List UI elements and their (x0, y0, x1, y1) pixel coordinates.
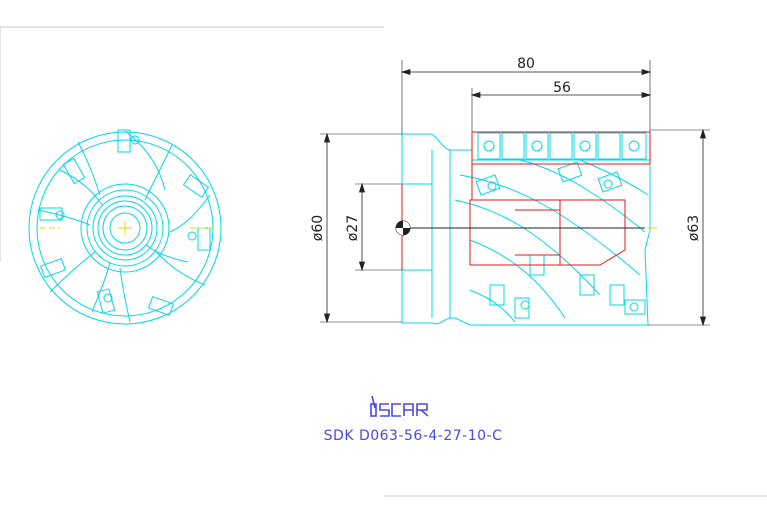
flute-curve (37, 209, 91, 226)
dim-label-flute-length: 56 (553, 80, 571, 96)
flute-curve (91, 261, 111, 313)
flute-curve (145, 244, 189, 263)
iscar-logo (370, 395, 429, 417)
insert-rect (573, 132, 597, 160)
screw-circle (483, 140, 495, 152)
insert-rect (475, 174, 501, 196)
arrow-head (400, 68, 411, 76)
end-view-bore-circle (109, 212, 141, 244)
end-view (28, 129, 222, 325)
flute-curve (77, 141, 101, 196)
dim-label-bore-diameter: ø27 (345, 215, 361, 241)
insert-rect (197, 227, 211, 251)
arrow-head (699, 128, 707, 139)
hidden-lines (401, 131, 651, 270)
end-view-outer-circle (28, 131, 222, 325)
arrow-head (641, 91, 652, 99)
insert-rect (557, 161, 583, 183)
helix-curve (459, 174, 641, 276)
screw-circle (130, 135, 140, 145)
insert-rect (489, 284, 505, 306)
insert-rect (597, 171, 623, 193)
flute-curve (49, 251, 96, 293)
screw-circle (579, 140, 591, 152)
helix-curve (579, 159, 649, 196)
helix-curve (454, 199, 601, 296)
hidden-keyway-outline (560, 199, 626, 266)
insert-rect (477, 132, 501, 160)
insert-rect (39, 257, 67, 279)
logo-text: iscar (0, 0, 3, 1)
screw-circle (103, 293, 113, 303)
dim-label-overall-length: 80 (517, 56, 535, 72)
screw-circle (603, 179, 613, 189)
screw-circle (629, 302, 639, 312)
hidden-insert-band (471, 131, 651, 165)
arrow-head (699, 316, 707, 327)
end-view-hub-circle-4 (97, 200, 153, 256)
screw-circle (487, 181, 497, 191)
insert-rect (579, 274, 595, 296)
screw-circle (55, 210, 65, 220)
flute-curve (119, 267, 131, 323)
insert-rect (147, 295, 175, 317)
logo-letter (403, 403, 414, 416)
insert-rect (624, 299, 646, 315)
part-number: SDK D063-56-4-27-10-C (324, 428, 503, 444)
insert-rect (525, 132, 549, 160)
arrow-head (323, 313, 331, 324)
flute-curve (124, 130, 166, 191)
screw-circle (531, 140, 543, 152)
helix-curve (469, 239, 566, 319)
logo-letter (416, 403, 429, 417)
arrow-head (323, 132, 331, 143)
coolant-hole-marker-quadrant (403, 221, 410, 228)
insert-rect (597, 132, 621, 160)
logo-letter (370, 403, 377, 417)
insert-rect (39, 207, 63, 221)
insert-rect (549, 132, 573, 160)
helix-curve (469, 289, 516, 323)
flute-curve (59, 169, 103, 206)
flute-curve (169, 194, 211, 233)
dim-label-shank-diameter: ø60 (310, 215, 326, 241)
flute-curve (144, 144, 173, 201)
insert-rect (182, 174, 210, 198)
helix-curve (519, 159, 646, 233)
screw-circle (187, 231, 197, 241)
dim-label-cutting-diameter: ø63 (686, 215, 702, 241)
end-view-hub-circle-5 (102, 205, 148, 251)
screw-circle (628, 140, 640, 152)
flute-curve (154, 249, 206, 286)
insert-rect (609, 284, 625, 306)
coolant-hole-marker-quadrant (396, 228, 403, 235)
screw-circle (520, 300, 530, 310)
end-view-hub-circle-2 (86, 189, 164, 267)
insert-rect (621, 132, 647, 160)
logo-letter (379, 403, 390, 417)
dimension-lines (320, 60, 710, 327)
insert-rect (117, 129, 131, 153)
insert-rect (514, 297, 530, 319)
end-view-hub-circle-3 (92, 195, 158, 261)
logo-letter (391, 403, 401, 417)
insert-rect (62, 157, 86, 185)
insert-rect (501, 132, 525, 160)
arrow-head (358, 182, 366, 193)
logo-mark (371, 395, 376, 409)
arrow-head (641, 68, 652, 76)
arrow-head (358, 261, 366, 272)
end-view-hub-circle-1 (80, 183, 170, 273)
arrow-head (470, 91, 481, 99)
